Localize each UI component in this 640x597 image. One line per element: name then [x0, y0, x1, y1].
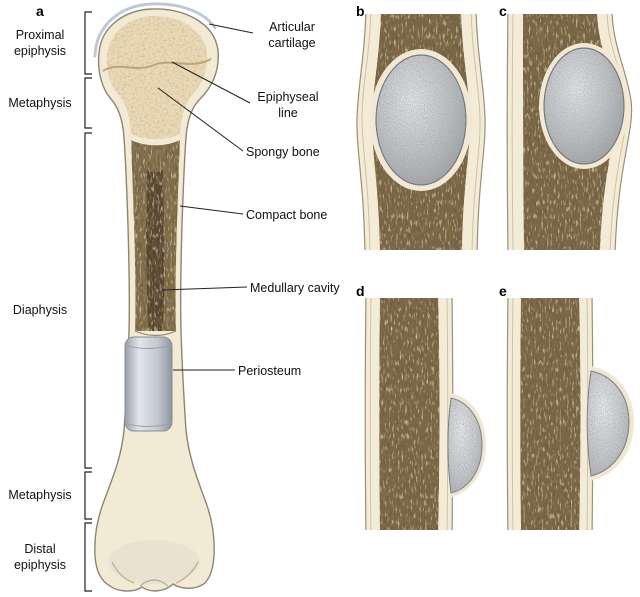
leader-spongy-bone — [157, 87, 244, 152]
condyle-detail-lines — [111, 561, 199, 587]
cutaway-edge — [134, 330, 177, 337]
region-label-metaphysis-lower: Metaphysis — [8, 488, 72, 502]
panel-letter-b: b — [356, 3, 365, 19]
part-label-compact-bone: Compact bone — [246, 208, 328, 222]
region-label-diaphysis: Diaphysis — [12, 303, 68, 317]
panel-e-surface-lesion — [506, 298, 634, 530]
lesion-surface-small — [447, 397, 483, 494]
panel-letter-d: d — [356, 283, 365, 299]
bracket-metaphysis-upper — [84, 77, 92, 129]
long-bone-diagram — [93, 2, 219, 592]
part-label-epiphyseal-line: Epiphyseal line — [257, 90, 319, 120]
leader-epiphyseal-line — [171, 61, 251, 104]
spongy-bone-region — [106, 15, 208, 140]
distal-shading — [108, 540, 200, 584]
part-label-periosteum: Periosteum — [238, 364, 302, 378]
bracket-distal-epiphysis — [84, 522, 92, 592]
panel-c-eccentric-lesion — [506, 14, 633, 250]
lesion-eccentric — [543, 47, 625, 165]
leader-compact-bone — [179, 205, 244, 215]
bracket-metaphysis-lower — [84, 471, 92, 520]
panel-letter-e: e — [499, 283, 507, 299]
bracket-diaphysis — [84, 132, 92, 469]
region-label-proximal-epiphysis: Proximal epiphysis — [13, 28, 67, 58]
region-brackets — [84, 11, 92, 592]
epiphyseal-line — [102, 58, 212, 72]
lesion-central — [375, 54, 467, 186]
periosteum-sleeve — [124, 336, 173, 432]
panel-letter-a: a — [36, 3, 44, 19]
panel-letter-c: c — [499, 3, 507, 19]
lesion-surface-dome — [586, 370, 630, 477]
leader-lines — [157, 23, 254, 371]
panel-d-surface-lesion — [364, 298, 486, 530]
articular-cartilage-cap — [93, 2, 217, 58]
bracket-proximal-epiphysis — [84, 11, 92, 75]
medullary-cavity-region — [146, 170, 165, 331]
leader-articular-cartilage — [208, 23, 254, 34]
part-label-articular-cartilage: Articular cartilage — [268, 20, 316, 50]
region-label-metaphysis-upper: Metaphysis — [8, 96, 72, 110]
region-label-distal-epiphysis: Distal epiphysis — [13, 542, 67, 572]
leader-medullary-cavity — [161, 286, 248, 291]
part-label-medullary-cavity: Medullary cavity — [250, 281, 340, 295]
panel-b-central-lesion — [356, 14, 486, 250]
part-label-spongy-bone: Spongy bone — [246, 145, 320, 159]
